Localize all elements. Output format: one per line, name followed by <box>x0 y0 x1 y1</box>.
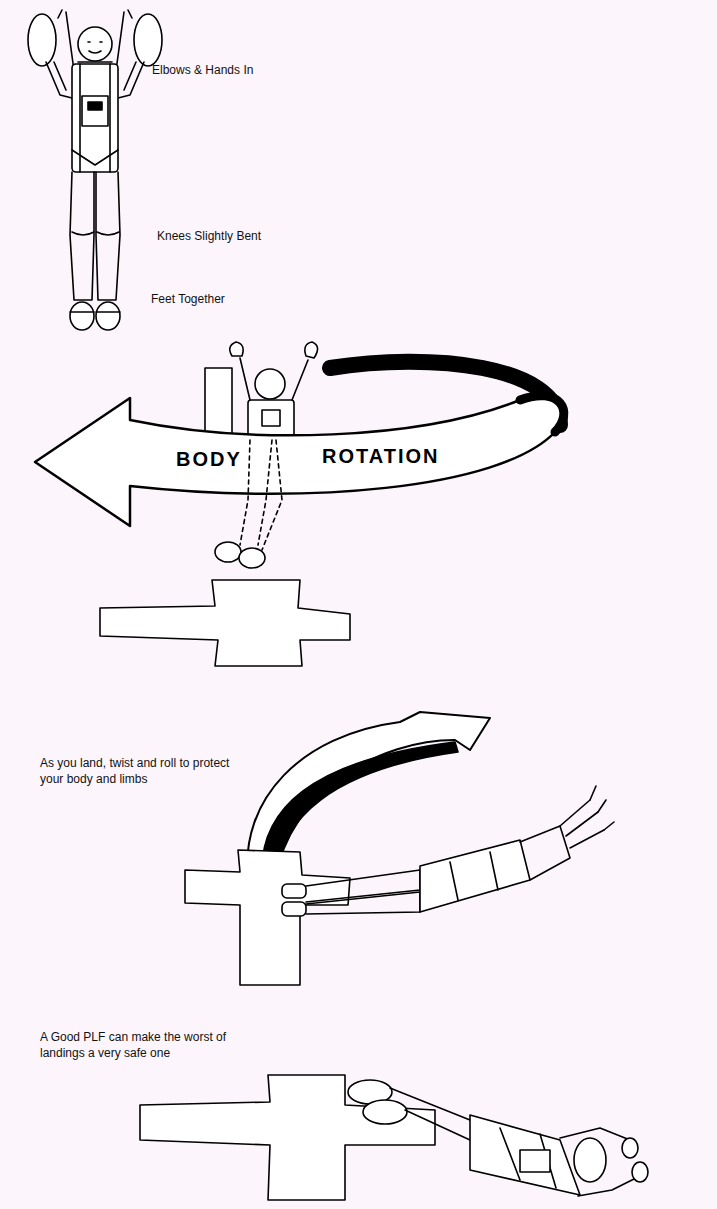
instruction-note: A Good PLF can make the worst of landing… <box>40 1030 235 1061</box>
rotating-jumper <box>35 342 564 666</box>
instruction-note: Feet Together <box>151 292 225 308</box>
arrow-label: BODY <box>176 449 242 469</box>
standing-jumper <box>28 10 162 330</box>
rolling-jumper <box>185 712 614 985</box>
instruction-note: Knees Slightly Bent <box>157 229 261 245</box>
instruction-note: As you land, twist and roll to protect y… <box>40 756 245 787</box>
arrow-label: ROTATION <box>322 446 439 466</box>
landed-jumper <box>140 1075 648 1200</box>
instruction-note: Elbows & Hands In <box>152 63 253 79</box>
